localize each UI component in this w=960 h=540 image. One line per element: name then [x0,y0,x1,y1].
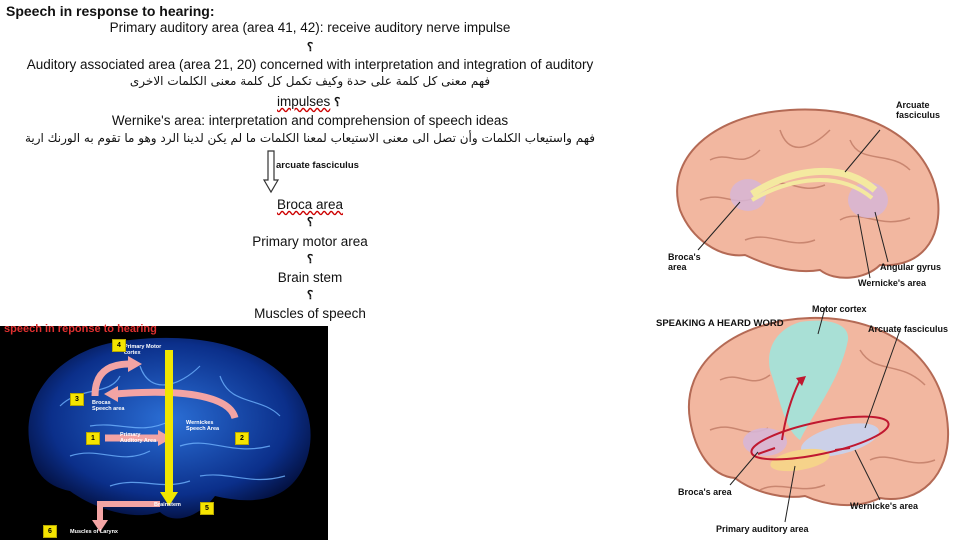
label-brocas-area-bottom: Broca's area [678,487,732,497]
step-number-6: 6 [43,525,57,538]
flow-step-primary-motor: Primary motor area [252,234,368,249]
brain-lateral-view-top: Arcuate fasciculus Broca's area Angular … [640,90,960,290]
flow-step-brain-stem: Brain stem [277,270,343,285]
flow-step-auditory-associated: Auditory associated area (area 21, 20) c… [26,57,594,72]
step-number-2: 2 [235,432,249,445]
label-wernickes-speech-area: Wernickes Speech Area [186,420,220,432]
label-primary-auditory-area: Primary Auditory Area [120,432,157,444]
speaking-brain-illustration [687,307,950,523]
arcuate-fasciculus-label: arcuate fasciculus [276,160,359,171]
flow-step-broca: Broca area [276,197,344,212]
heading-speaking-a-heard-word: SPEAKING A HEARD WORD [656,318,784,329]
label-arcuate-fasciculus-bottom: Arcuate fasciculus [868,324,949,334]
flow-arabic-note-1: فهم معنى كل كلمة على حدة وكيف تكمل كل كل… [129,74,491,88]
hollow-down-arrow-icon [262,150,280,194]
image-banner: speech in reponse to hearing [4,323,157,335]
flow-arabic-note-2: فهم واستيعاب الكلمات وأن تصل الى معنى ال… [24,131,596,145]
flow-arrow-2: ؟ [334,95,341,109]
flow-step-primary-auditory: Primary auditory area (area 41, 42): rec… [109,20,511,35]
blue-brain-illustration [28,337,311,532]
step-number-1: 1 [86,432,100,445]
label-muscles-of-larynx: Muscles of Larynx [70,529,118,535]
flow-arrow-4: ؟ [306,252,314,266]
flow-arrow-1: ؟ [306,40,314,54]
label-brainstem: Brainstem [154,502,181,508]
label-brocas-speech-area: Brocas Speech area [92,400,125,412]
speech-pathway-brain-image: speech in reponse to hearing Primary M [0,323,328,540]
flow-arrow-3: ؟ [306,215,314,229]
label-arcuate-fasciculus-top: Arcuate fasciculus [896,100,941,120]
label-wernickes-area-bottom: Wernicke's area [850,501,919,511]
label-wernickes-area-top: Wernicke's area [858,278,927,288]
label-brocas-area-top: Broca's area [668,252,701,272]
pink-brain-illustration [676,108,940,279]
label-angular-gyrus: Angular gyrus [880,262,942,272]
label-primary-auditory-area: Primary auditory area [716,524,809,534]
flow-arrow-5: ؟ [306,288,314,302]
step-number-4: 4 [112,339,126,352]
flow-step-impulses: impulses [277,94,331,109]
step-number-5: 5 [200,502,214,515]
page-title: Speech in response to hearing: [6,3,215,19]
label-motor-cortex: Motor cortex [812,304,867,314]
brain-speaking-heard-word: SPEAKING A HEARD WORD Motor cortex Arcua… [650,300,960,540]
step-number-3: 3 [70,393,84,406]
flow-step-wernike: Wernike's area: interpretation and compr… [111,113,509,128]
flow-step-muscles: Muscles of speech [254,306,366,321]
label-primary-motor-cortex: Primary Motor cortex [124,344,162,356]
